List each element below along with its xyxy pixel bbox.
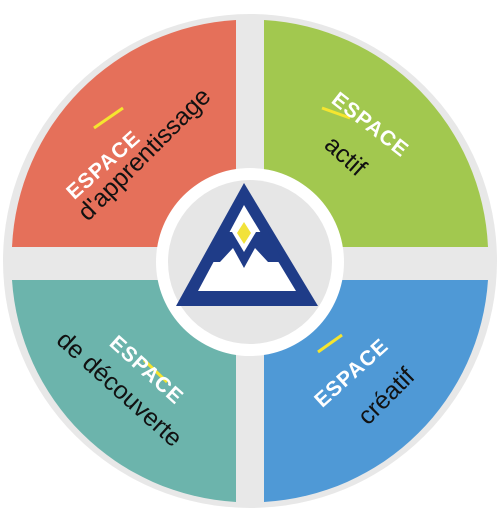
quadrant-actif-shape: [264, 20, 488, 247]
quadrant-decouverte-shape: [12, 280, 236, 502]
quadrant-decouverte-accent-bar: [142, 358, 169, 384]
quadrant-apprentissage-shape: [12, 20, 236, 247]
quadrant-creatif-shape: [264, 280, 488, 502]
quadrant-apprentissage-accent-bar: [93, 106, 124, 130]
quadrant-actif-accent-bar: [321, 106, 351, 120]
mountain-logo-diamond: [237, 222, 251, 244]
quadrant-creatif: ESPACE créatif: [264, 280, 488, 502]
quadrant-creatif-accent-bar: [317, 333, 343, 354]
quadrant-actif: ESPACE actif: [264, 20, 488, 247]
mountain-logo-peaks: [206, 232, 283, 268]
mountain-logo-icon: [176, 183, 318, 306]
